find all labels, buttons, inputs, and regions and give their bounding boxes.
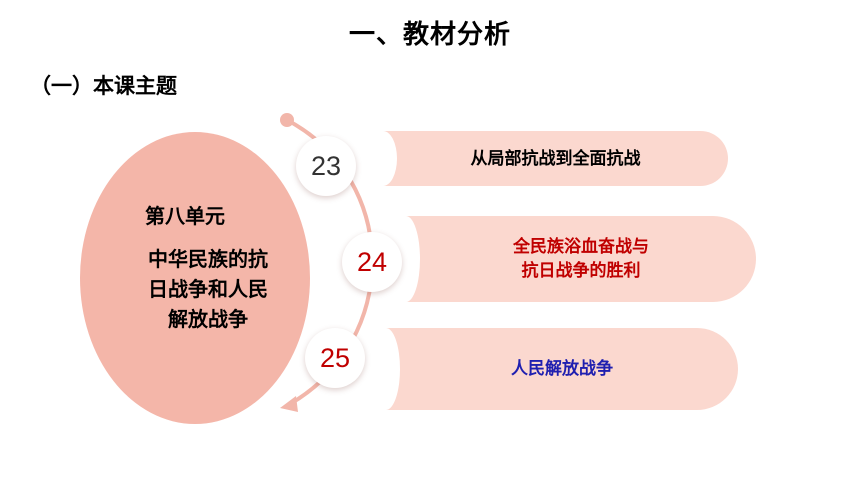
lesson-title-line: 全民族浴血奋战与: [513, 237, 649, 257]
lesson-title: 人民解放战争: [511, 357, 613, 381]
lesson-pill-25[interactable]: 人民解放战争: [372, 328, 738, 410]
unit-theme-line: 解放战争: [168, 307, 248, 331]
section-heading: （一）本课主题: [30, 74, 177, 98]
lesson-pill-24[interactable]: 全民族浴血奋战与 抗日战争的胜利: [392, 216, 756, 302]
lesson-title: 从局部抗战到全面抗战: [471, 147, 641, 171]
lesson-title: 全民族浴血奋战与 抗日战争的胜利: [513, 235, 649, 283]
arc-end-arrow: [280, 396, 298, 412]
unit-theme-line: 中华民族的抗: [148, 247, 268, 271]
lesson-number-24[interactable]: 24: [342, 232, 402, 292]
unit-theme-line: 日战争和人民: [148, 277, 268, 301]
pill-cap: [369, 131, 397, 186]
arc-start-dot: [280, 113, 294, 127]
pill-cap: [372, 328, 400, 410]
slide-title: 一、教材分析: [348, 20, 511, 50]
lesson-pill-23[interactable]: 从局部抗战到全面抗战: [369, 131, 728, 186]
lesson-number-25[interactable]: 25: [305, 328, 365, 388]
lesson-title-line: 人民解放战争: [511, 359, 613, 379]
lesson-title-line: 抗日战争的胜利: [521, 261, 641, 281]
unit-label: 第八单元: [145, 204, 225, 228]
unit-ellipse: [80, 132, 310, 424]
lesson-title-line: 从局部抗战到全面抗战: [470, 148, 641, 169]
lesson-number-23[interactable]: 23: [296, 136, 356, 196]
unit-theme: 中华民族的抗 日战争和人民 解放战争: [118, 244, 298, 334]
